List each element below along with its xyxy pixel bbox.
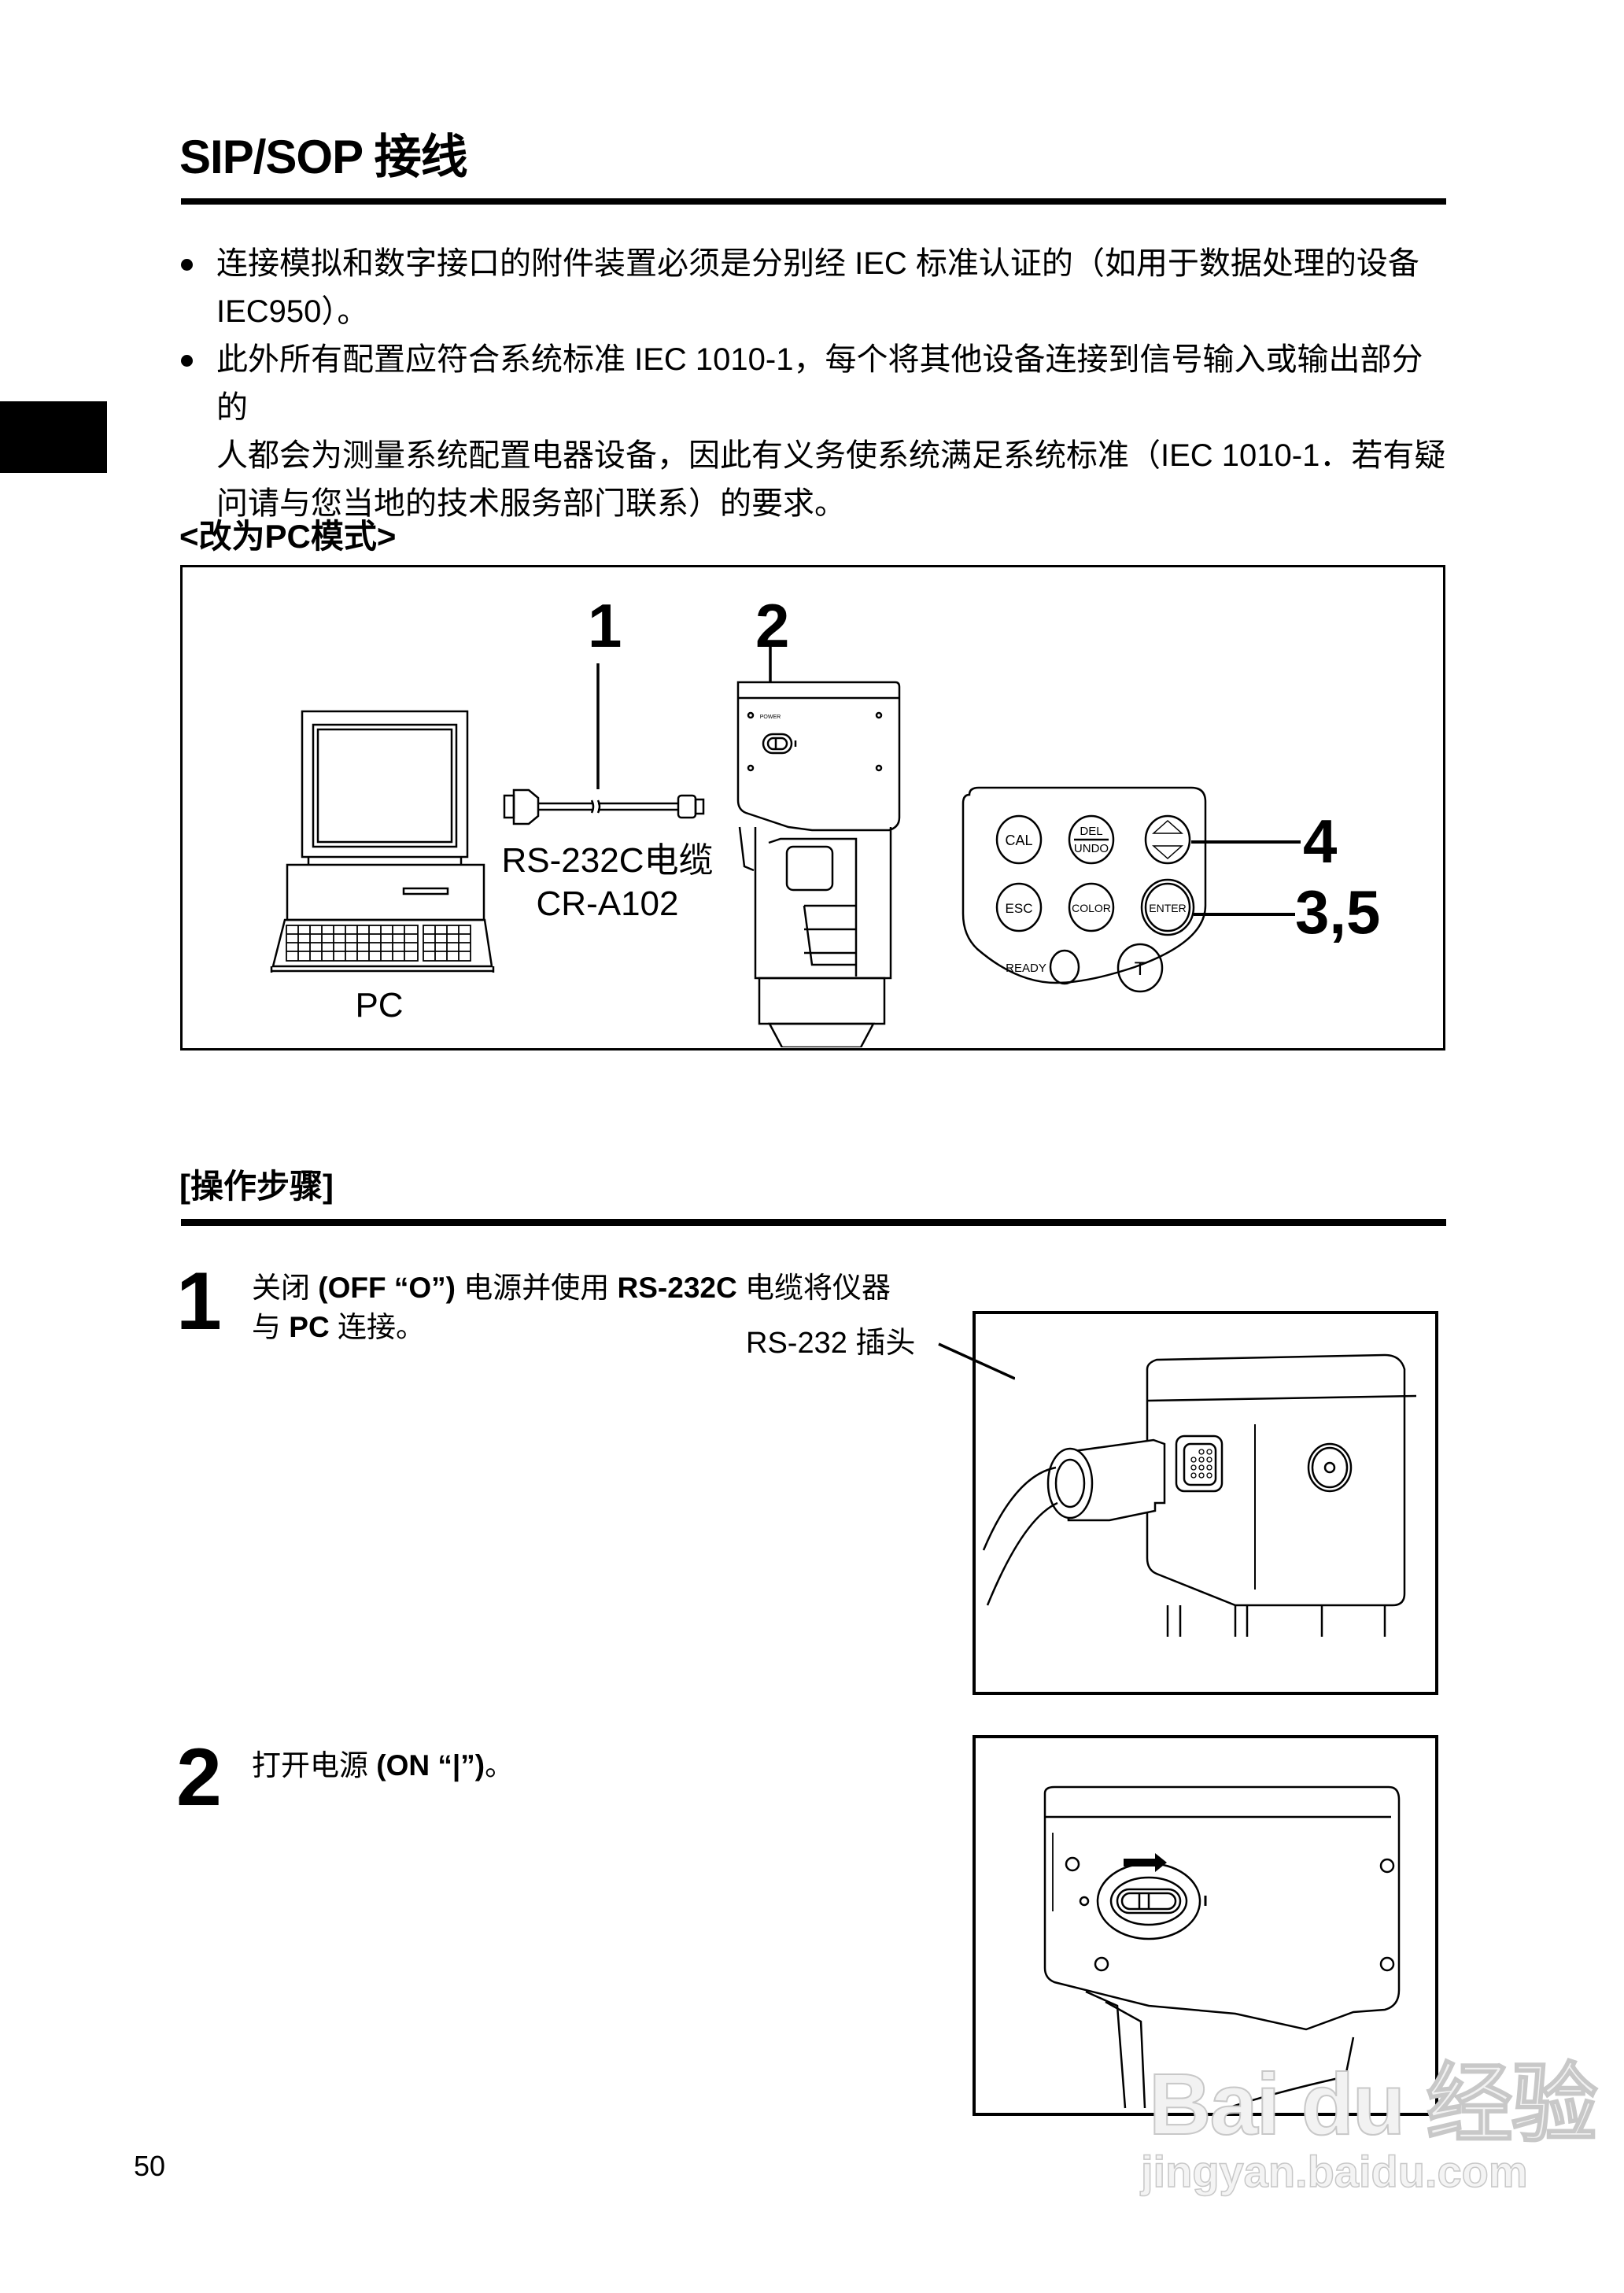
svg-text:READY: READY xyxy=(1006,962,1046,975)
page-number: 50 xyxy=(134,2150,166,2182)
callout-4: 4 xyxy=(1303,807,1338,876)
title-rule xyxy=(181,198,1446,205)
step-1-figure xyxy=(973,1311,1438,1695)
cable-model-label: CR-A102 xyxy=(536,884,679,923)
step-1-line-1: 关闭 (OFF “O”) 电源并使用 RS-232C 电缆将仪器 xyxy=(252,1272,891,1304)
connection-diagram-illustration: POWER CAL DEL UNDO ESC COLOR ENTER READY… xyxy=(270,644,1301,1047)
pc-computer-icon xyxy=(270,710,495,973)
colorimeter-instrument-icon xyxy=(736,644,901,1047)
svg-text:COLOR: COLOR xyxy=(1072,902,1111,914)
watermark-url: jingyan.baidu.com xyxy=(1140,2147,1528,2196)
step-1-line-2: 与 PC 连接。 xyxy=(252,1311,425,1343)
rs232-plug-label: RS-232 插头 xyxy=(746,1327,916,1360)
step-number-2: 2 xyxy=(176,1732,222,1823)
page-title: SIP/SOP 接线 xyxy=(179,131,468,183)
svg-text:CAL: CAL xyxy=(1005,833,1032,848)
bullet-line: 人都会为测量系统配置电器设备，因此有义务使系统满足系统标准（IEC 1010-1… xyxy=(216,438,1446,473)
pc-mode-heading: <改为PC模式> xyxy=(179,518,397,555)
bullet-dot-icon xyxy=(181,355,193,367)
power-switch-illustration xyxy=(1043,1785,1401,2110)
bullet-list: 连接模拟和数字接口的附件装置必须是分别经 IEC 标准认证的（如用于数据处理的设… xyxy=(179,240,1454,528)
keypad-panel xyxy=(961,786,1301,993)
bullet-item-1: 连接模拟和数字接口的附件装置必须是分别经 IEC 标准认证的（如用于数据处理的设… xyxy=(179,240,1454,336)
pc-label: PC xyxy=(355,986,404,1025)
callout-3-5: 3,5 xyxy=(1295,877,1381,947)
step-2-figure xyxy=(973,1735,1438,2116)
bullet-line: 问请与您当地的技术服务部门联系）的要求。 xyxy=(216,486,846,521)
callout-2: 2 xyxy=(755,591,790,660)
svg-text:UNDO: UNDO xyxy=(1074,842,1109,855)
step-1-text: 关闭 (OFF “O”) 电源并使用 RS-232C 电缆将仪器 与 PC 连接… xyxy=(252,1268,960,1347)
chapter-tab-marker xyxy=(0,401,107,473)
svg-text:T: T xyxy=(1135,958,1146,980)
procedure-rule xyxy=(181,1219,1446,1226)
bullet-dot-icon xyxy=(181,259,193,271)
cable-label: RS-232C电缆 xyxy=(501,841,714,880)
baidu-watermark: Bai du 经验 jingyan.baidu.com xyxy=(1140,2056,1599,2196)
pc-mode-diagram: POWER CAL DEL UNDO ESC COLOR ENTER READY… xyxy=(180,565,1445,1050)
svg-text:ENTER: ENTER xyxy=(1149,902,1186,914)
step-2-text: 打开电源 (ON “|”)。 xyxy=(252,1746,881,1785)
step-2-line-1: 打开电源 (ON “|”)。 xyxy=(252,1749,515,1782)
rs232-plug-leader-line xyxy=(938,1342,1015,1380)
bullet-item-2: 此外所有配置应符合系统标准 IEC 1010-1，每个将其他设备连接到信号输入或… xyxy=(179,336,1454,528)
svg-text:ESC: ESC xyxy=(1006,901,1033,916)
rs232c-cable-icon xyxy=(503,788,705,825)
step-number-1: 1 xyxy=(176,1256,222,1347)
watermark-brand: Bai du 经验 xyxy=(1148,2056,1599,2153)
rs232-port-connection-illustration xyxy=(982,1353,1417,1637)
bullet-line: 此外所有配置应符合系统标准 IEC 1010-1，每个将其他设备连接到信号输入或… xyxy=(216,342,1423,425)
bullet-line: IEC950）。 xyxy=(216,294,369,329)
bullet-line: 连接模拟和数字接口的附件装置必须是分别经 IEC 标准认证的（如用于数据处理的设… xyxy=(216,246,1419,281)
svg-text:DEL: DEL xyxy=(1080,825,1102,838)
power-label: POWER xyxy=(760,714,781,720)
callout-1: 1 xyxy=(588,591,622,660)
procedure-heading: [操作步骤] xyxy=(179,1168,334,1205)
